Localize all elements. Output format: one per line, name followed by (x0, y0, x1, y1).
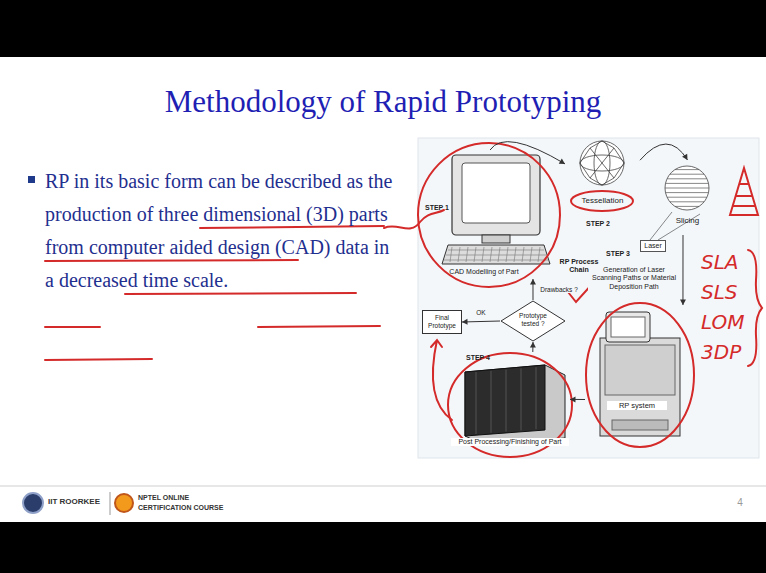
handwritten-note: 3DP (701, 340, 747, 364)
step-label: STEP 1 (425, 204, 455, 212)
bottom-bar (0, 522, 766, 573)
bullet-text: RP in its basic form can be described as… (45, 165, 395, 297)
arrow-head (530, 342, 536, 348)
rp-system: RP system (585, 305, 690, 440)
slide-title: Methodology of Rapid Prototyping (0, 84, 766, 120)
connector-line (682, 235, 683, 305)
step-label: STEP 2 (586, 220, 618, 228)
node-text: Prototype tested ? (513, 312, 553, 328)
node-text: Slicing (650, 216, 725, 226)
node-text: Tessellation (565, 196, 640, 206)
flow-arrow (570, 396, 585, 402)
edge-label: Drawbacks ? (539, 286, 579, 294)
handwritten-note: SLA (701, 250, 747, 274)
arrow-head (462, 319, 468, 325)
page-number: 4 (730, 497, 750, 509)
post-processing-machine (465, 365, 565, 445)
cad-station: CAD Modelling of Part (422, 150, 557, 279)
red-annotation (45, 143, 762, 457)
course-name: NPTEL ONLINE (138, 494, 228, 502)
step-label: STEP 3 (606, 250, 638, 258)
flow-arrow (462, 319, 500, 325)
node-text: Final Prototype (425, 314, 459, 330)
institute-name: IIT ROORKEE (48, 497, 108, 507)
figure-ground (418, 138, 759, 458)
handwritten-note: SLS (701, 280, 747, 304)
course-name: CERTIFICATION COURSE (138, 504, 258, 512)
node-text: CAD Modelling of Part (440, 268, 528, 276)
arrow-head (530, 279, 536, 285)
chain-label: RP Process Chain (556, 258, 602, 275)
node-text: Post Processing/Finishing of Part (451, 438, 569, 446)
top-bar (0, 0, 766, 57)
computer-icon (442, 155, 550, 264)
flow-arrow (640, 144, 688, 160)
arrow-head (570, 396, 576, 402)
flow-arrow (680, 235, 686, 305)
flow-arrow (530, 279, 536, 300)
laser-label: Laser (640, 240, 666, 252)
decision-diamond: Prototype tested ? (500, 300, 566, 342)
step-label: STEP 4 (466, 354, 500, 362)
footer-rule (0, 486, 766, 487)
laser-beam (650, 212, 672, 240)
tessellated-sphere (580, 141, 624, 185)
rp-machine (600, 312, 680, 436)
iit-logo (23, 493, 43, 513)
nptel-logo (115, 494, 133, 512)
node-text: RP system (607, 401, 667, 410)
handwritten-note: LOM (701, 310, 747, 334)
edge-label: OK (475, 309, 486, 317)
slicing-step: Slicing (650, 160, 725, 235)
arrow-head (682, 154, 687, 160)
tessellation-step: Tessellation (565, 138, 640, 212)
flow-arrow (490, 142, 565, 164)
post-processing: Post Processing/Finishing of Part (450, 352, 570, 455)
arrow-head (559, 159, 565, 164)
bullet-mark (28, 176, 35, 183)
sliced-sphere (665, 166, 709, 210)
flow-arrow (530, 342, 536, 352)
connector-line (640, 144, 688, 160)
diamond-shape (501, 301, 565, 341)
arrow-head (680, 299, 686, 305)
footer-divider (110, 492, 111, 515)
connector-line (490, 142, 565, 164)
connector-line (462, 321, 500, 322)
final-prototype-box: Final Prototype (422, 310, 462, 334)
